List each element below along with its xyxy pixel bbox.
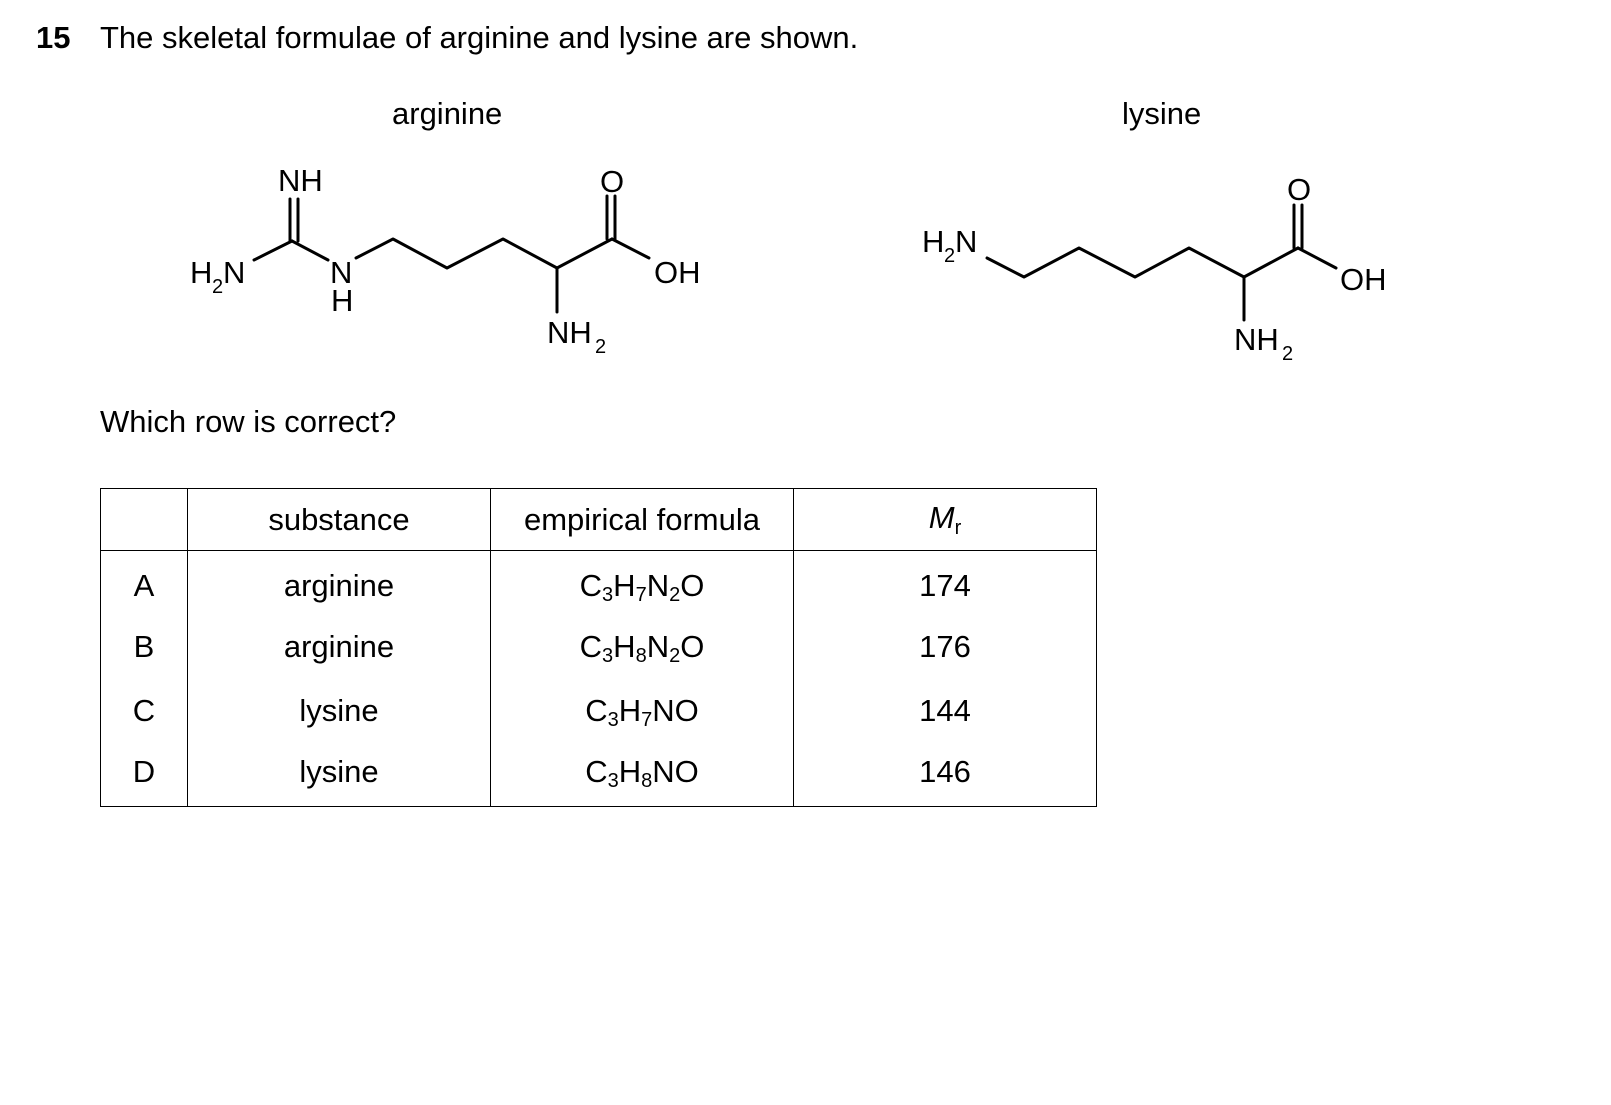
question-text: The skeletal formulae of arginine and ly… bbox=[100, 20, 859, 55]
arginine-skeletal-formula: NH H 2 N N H O OH NH 2 bbox=[190, 163, 701, 358]
lysine-amine-sub: 2 bbox=[944, 245, 955, 267]
formula-element: C bbox=[579, 628, 603, 664]
arginine-nh-n: N bbox=[330, 255, 352, 290]
formula-subscript: 2 bbox=[669, 644, 681, 667]
lysine-amine-h: H bbox=[922, 224, 944, 259]
lysine-bond-hydroxyl bbox=[1296, 246, 1338, 270]
formula-subscript: 7 bbox=[635, 583, 647, 606]
formula-element: N bbox=[646, 628, 670, 664]
arginine-bond-guanidine-n bbox=[290, 239, 330, 262]
arginine-label: arginine bbox=[392, 96, 503, 131]
lysine-carbon-chain bbox=[985, 246, 1300, 279]
header-empirical-formula: empirical formula bbox=[490, 488, 794, 551]
question-number: 15 bbox=[36, 20, 71, 55]
substance-cell: lysine bbox=[187, 678, 491, 743]
empirical-formula-cell: C3H8N2O bbox=[490, 614, 794, 679]
arginine-imine-label: NH bbox=[278, 163, 323, 198]
formula-element: H bbox=[613, 628, 636, 664]
formula-subscript: 7 bbox=[641, 708, 653, 731]
header-blank bbox=[100, 488, 188, 551]
mr-cell: 174 bbox=[793, 550, 1097, 615]
header-mr-symbol: M bbox=[928, 499, 955, 535]
arginine-hydroxyl: OH bbox=[654, 255, 701, 290]
arginine-nh-h: H bbox=[331, 283, 353, 318]
formula-subscript: 3 bbox=[607, 708, 619, 731]
option-letter: A bbox=[100, 550, 188, 615]
table-header-row: substance empirical formula Mr bbox=[100, 488, 1097, 551]
formula-element: O bbox=[674, 754, 699, 790]
formula-element: N bbox=[652, 754, 675, 790]
lysine-carbonyl-o: O bbox=[1287, 172, 1311, 207]
arginine-carbonyl-o: O bbox=[600, 164, 624, 199]
formula-element: C bbox=[579, 567, 603, 603]
lysine-hydroxyl: OH bbox=[1340, 262, 1387, 297]
option-letter: D bbox=[100, 742, 188, 807]
lysine-amine-n: N bbox=[955, 224, 977, 259]
mr-cell: 176 bbox=[793, 614, 1097, 679]
header-substance: substance bbox=[187, 488, 491, 551]
formula-element: N bbox=[652, 692, 675, 728]
arginine-amine-h: H bbox=[190, 255, 212, 290]
formula-element: C bbox=[585, 754, 608, 790]
arginine-amine-n: N bbox=[223, 255, 245, 290]
header-mr-subscript: r bbox=[954, 516, 962, 539]
substance-cell: arginine bbox=[187, 550, 491, 615]
formula-element: H bbox=[618, 692, 642, 728]
formula-element: H bbox=[613, 567, 636, 603]
header-mr: Mr bbox=[793, 488, 1097, 551]
arginine-carbon-chain bbox=[354, 237, 614, 270]
arginine-alpha-amine-sub: 2 bbox=[595, 336, 606, 358]
empirical-formula-cell: C3H8NO bbox=[490, 742, 794, 807]
empirical-formula-cell: C3H7N2O bbox=[490, 550, 794, 615]
formula-subscript: 3 bbox=[607, 770, 619, 793]
lysine-alpha-amine-sub: 2 bbox=[1282, 343, 1293, 365]
substance-cell: arginine bbox=[187, 614, 491, 679]
formula-subscript: 2 bbox=[669, 583, 681, 606]
arginine-alpha-amine: NH bbox=[547, 315, 592, 350]
formula-subscript: 3 bbox=[602, 644, 614, 667]
option-letter: C bbox=[100, 678, 188, 743]
arginine-bond-hydroxyl bbox=[610, 237, 651, 260]
formula-subscript: 8 bbox=[635, 644, 647, 667]
lysine-alpha-amine: NH bbox=[1234, 322, 1279, 357]
formula-subscript: 3 bbox=[602, 583, 614, 606]
formula-element: O bbox=[674, 692, 699, 728]
lysine-label: lysine bbox=[1122, 96, 1202, 131]
formula-element: O bbox=[680, 628, 705, 664]
lysine-skeletal-formula: H 2 N O OH NH 2 bbox=[922, 172, 1387, 365]
question-prompt: Which row is correct? bbox=[100, 404, 397, 439]
substance-cell: lysine bbox=[187, 742, 491, 807]
mr-cell: 144 bbox=[793, 678, 1097, 743]
option-letter: B bbox=[100, 614, 188, 679]
arginine-bond-amine bbox=[252, 239, 294, 262]
empirical-formula-cell: C3H7NO bbox=[490, 678, 794, 743]
formula-element: N bbox=[646, 567, 670, 603]
formula-element: H bbox=[618, 754, 642, 790]
formula-element: C bbox=[585, 692, 608, 728]
formula-subscript: 8 bbox=[641, 770, 653, 793]
mr-cell: 146 bbox=[793, 742, 1097, 807]
formula-element: O bbox=[680, 567, 705, 603]
arginine-amine-sub: 2 bbox=[212, 276, 223, 298]
